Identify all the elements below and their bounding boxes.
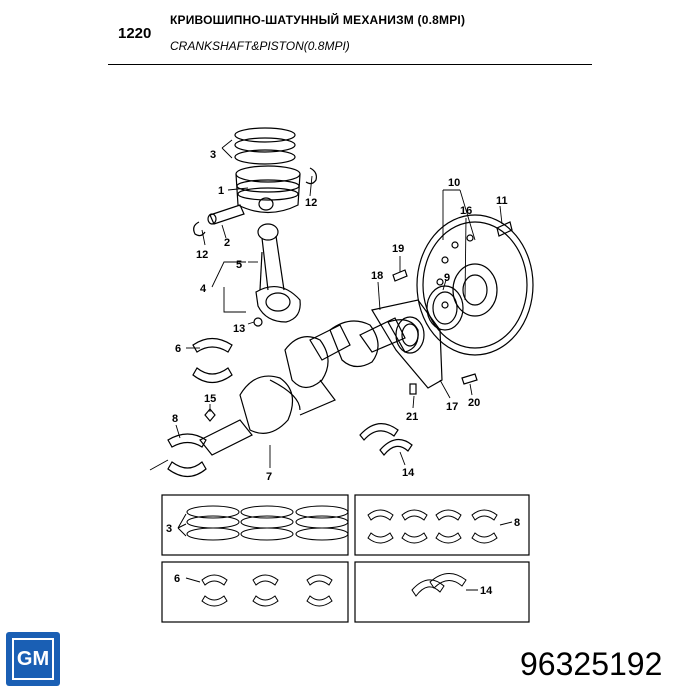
main-bearing-8 (167, 433, 207, 478)
box-conrod-bearing-sets: 6 (161, 561, 349, 623)
callout-4: 4 (200, 283, 207, 295)
circlip-right (305, 167, 317, 185)
rear-seal-housing (371, 299, 443, 389)
callout-20: 20 (468, 397, 480, 409)
callout-6: 6 (175, 343, 181, 355)
header-divider (108, 64, 592, 65)
piston-rings (234, 127, 296, 165)
callout-10: 10 (448, 177, 460, 189)
callout-13: 13 (233, 323, 245, 335)
callout-1: 1 (218, 185, 224, 197)
leader-lines (149, 139, 503, 471)
piston (235, 165, 301, 214)
gm-logo-text: GM (12, 638, 54, 680)
callout-12-right: 12 (305, 197, 317, 209)
callout-18: 18 (371, 270, 383, 282)
section-title: КРИВОШИПНО-ШАТУННЫЙ МЕХАНИЗМ (0.8MPI) (170, 13, 466, 27)
callout-21: 21 (406, 411, 418, 423)
callout-8: 8 (172, 413, 178, 425)
box-callout-14: 14 (480, 585, 493, 597)
piston-pin (207, 204, 245, 225)
box-callout-3: 3 (166, 523, 172, 535)
box-thrust-washer-set: 14 (354, 561, 530, 623)
circlip-left (193, 221, 206, 237)
key-15 (204, 408, 216, 422)
callout-17: 17 (446, 401, 458, 413)
box-main-bearing-sets: 8 (354, 494, 530, 556)
part-number: 96325192 (520, 646, 663, 682)
dowel-21 (409, 383, 417, 395)
oil-seal (426, 285, 464, 331)
box-ring-sets: 3 (161, 494, 349, 556)
callout-2: 2 (224, 237, 230, 249)
callout-5: 5 (236, 259, 242, 271)
crankshaft (199, 317, 419, 456)
callout-7: 7 (266, 471, 272, 483)
box-callout-8: 8 (514, 517, 520, 529)
callout-3: 3 (210, 149, 216, 161)
box-callout-6: 6 (174, 573, 180, 585)
callout-15: 15 (204, 393, 216, 405)
callout-9: 9 (444, 272, 450, 284)
connecting-rod (253, 223, 301, 327)
bolt-11 (496, 221, 513, 237)
callout-19: 19 (392, 243, 404, 255)
callout-11: 11 (496, 195, 508, 207)
flywheel (416, 214, 534, 356)
gm-logo: GM (6, 632, 60, 686)
bolt-20 (461, 373, 478, 385)
thrust-washers (359, 423, 413, 456)
callout-14: 14 (402, 467, 415, 479)
bolt-19 (392, 269, 408, 282)
main-bearing-6 (192, 337, 233, 384)
callout-12-left: 12 (196, 249, 208, 261)
callout-16: 16 (460, 205, 472, 217)
section-code: 1220 (118, 25, 152, 42)
section-subtitle: CRANKSHAFT&PISTON(0.8MPI) (170, 39, 350, 53)
